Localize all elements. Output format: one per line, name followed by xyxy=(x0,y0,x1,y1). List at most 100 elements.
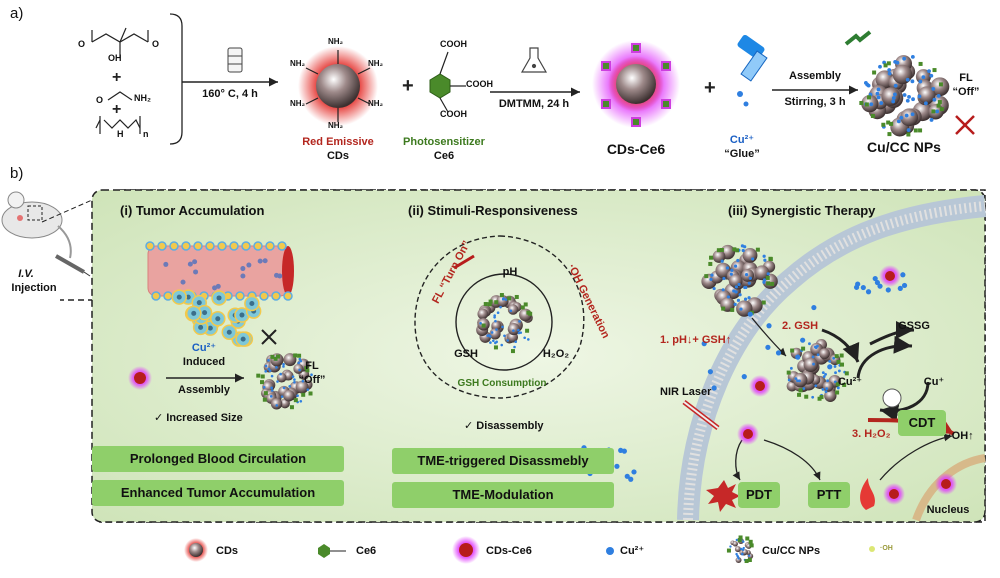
stimulus-h2o2: H₂O₂ xyxy=(542,348,570,360)
enhanced-accumulation-box: Enhanced Tumor Accumulation xyxy=(92,480,344,506)
cu1-label: Cu⁺ xyxy=(923,376,945,388)
mouse-illustration xyxy=(1,191,72,259)
cd-nh2-upper-left: NH₂ xyxy=(290,59,306,68)
step2-gsh: 2. GSH xyxy=(782,320,819,332)
legend-cds-symbol xyxy=(184,538,208,562)
legend-cu-symbol xyxy=(606,547,614,555)
cd-nh2-lower-left: NH₂ xyxy=(290,99,306,108)
tme-modulation-box: TME-Modulation xyxy=(392,482,614,508)
oh-up-label: ·OH↑ xyxy=(948,430,974,442)
nh2-label-formamide: NH₂ xyxy=(134,93,151,103)
citric-acid-structure xyxy=(91,27,149,58)
step1-ph-gsh: 1. pH↓+ GSH↑ xyxy=(660,334,732,346)
legend-oh-label: ·OH xyxy=(880,545,893,552)
dropper-icon xyxy=(737,34,768,107)
pdt-box: PDT xyxy=(738,482,780,508)
legend-cucc-label: Cu/CC NPs xyxy=(762,545,821,557)
cucc-nanoparticle-extracellular xyxy=(701,244,778,317)
cucc-nanoparticle xyxy=(859,54,950,137)
cucc-nanoparticle-intracellular xyxy=(786,338,849,402)
cycle-arrows xyxy=(821,328,930,422)
section1-assembly: Assembly xyxy=(178,384,230,396)
laser-icon xyxy=(844,30,872,46)
plus-sign-4: + xyxy=(704,77,716,99)
stimuli-cycle-ring xyxy=(455,273,553,371)
nucleus-label: Nucleus xyxy=(926,504,970,516)
o-label-right: O xyxy=(152,39,160,49)
fl-off-line2: “Off” xyxy=(952,86,980,98)
cds-ce6-small-1 xyxy=(128,366,152,390)
iv-line2: Injection xyxy=(11,282,57,294)
step1-conditions: 160° C, 4 h xyxy=(202,88,258,100)
fl-off-cross-icon xyxy=(955,115,975,135)
flame-icon xyxy=(860,478,875,510)
ps-caption-line2: Ce6 xyxy=(433,150,455,162)
legend-cds-label: CDs xyxy=(216,545,239,557)
cucc-nanoparticle-small xyxy=(256,353,313,410)
section1-fl-line2: “Off” xyxy=(298,374,326,386)
cd-nh2-top: NH₂ xyxy=(328,37,344,46)
gssg-arrow xyxy=(869,321,915,346)
step3-line2: Stirring, 3 h xyxy=(784,96,846,108)
cdt-box: CDT xyxy=(898,410,946,436)
fl-off-line1: FL xyxy=(959,72,973,84)
legend-cu-label: Cu²⁺ xyxy=(620,545,645,557)
legend-cucc-symbol xyxy=(726,535,754,564)
cds-ce6-particle xyxy=(592,40,680,128)
ps-caption-line1: Photosensitizer xyxy=(403,136,485,148)
reagent-bracket xyxy=(169,13,183,145)
handshake-icon xyxy=(882,388,902,408)
section2-check: ✓ Disassembly xyxy=(464,420,544,432)
step2-conditions: DMTMM, 24 h xyxy=(498,98,570,110)
formamide-structure xyxy=(107,91,133,101)
pathway-arrows xyxy=(732,317,953,481)
red-emissive-cd xyxy=(298,46,378,126)
cell-membrane xyxy=(677,195,987,521)
flask-icon xyxy=(520,47,548,73)
product-cds-ce6: CDs-Ce6 xyxy=(606,141,666,157)
h-label: H xyxy=(117,129,124,139)
plus-sign-1: + xyxy=(112,69,121,86)
explosion-icon xyxy=(706,480,740,512)
ce6-cooh-bottom: COOH xyxy=(440,109,467,119)
polyethyleneimine-structure xyxy=(95,116,141,134)
fl-off-icon-small xyxy=(261,329,277,345)
cd-nh2-lower-right: NH₂ xyxy=(368,99,384,108)
cucc-nanoparticle-center xyxy=(476,293,533,354)
section1-cu: Cu²⁺ xyxy=(191,342,217,354)
product-cucc: Cu/CC NPs xyxy=(867,139,941,155)
section1-title: (i) Tumor Accumulation xyxy=(120,203,265,218)
prolonged-circulation-box: Prolonged Blood Circulation xyxy=(92,446,344,472)
legend-cds-ce6-label: CDs-Ce6 xyxy=(486,545,532,557)
gssg-label: GSSG xyxy=(898,320,930,332)
cds-ce6-scattered xyxy=(737,265,957,505)
o-label-formamide: O xyxy=(96,95,104,105)
cu-label: Cu²⁺ xyxy=(729,134,755,146)
legend-cds-ce6-symbol xyxy=(452,536,480,564)
zoom-line xyxy=(41,199,93,223)
plus-sign-3: + xyxy=(402,75,414,97)
nir-laser-label: NIR Laser xyxy=(660,386,712,398)
section1-induced: Induced xyxy=(182,356,226,368)
ce6-cooh-top: COOH xyxy=(440,39,467,49)
panel-a-label: a) xyxy=(10,5,24,22)
legend-ce6-symbol xyxy=(318,544,346,558)
o-label-left: O xyxy=(78,39,86,49)
oh-label: OH xyxy=(108,53,122,63)
panel-b-label: b) xyxy=(10,165,24,182)
tme-disassembly-box: TME-triggered Disassmebly xyxy=(392,448,614,474)
section3-title: (iii) Synergistic Therapy xyxy=(728,203,876,218)
ce6-structure xyxy=(429,51,466,113)
step3-line1: Assembly xyxy=(789,70,841,82)
legend-ce6-label: Ce6 xyxy=(356,545,377,557)
stimulus-gsh: GSH xyxy=(454,348,478,360)
cd-nh2-upper-right: NH₂ xyxy=(368,59,384,68)
glue-label: “Glue” xyxy=(724,148,760,160)
cu2-label: Cu²⁺ xyxy=(837,376,863,388)
n-label: n xyxy=(143,129,149,139)
iv-line1: I.V. xyxy=(18,268,34,280)
ptt-box: PTT xyxy=(808,482,850,508)
blood-vessel xyxy=(145,241,294,301)
